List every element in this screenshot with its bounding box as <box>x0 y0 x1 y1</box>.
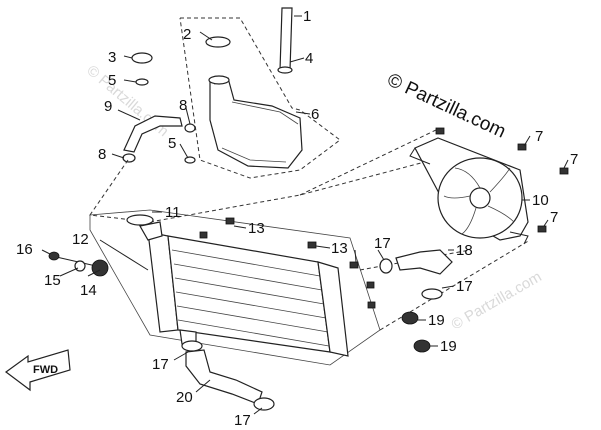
radiator-outline <box>89 209 381 366</box>
part-20-lower-hose <box>185 349 263 405</box>
callout-16: 16 <box>16 241 33 258</box>
callout-12: 12 <box>72 231 89 248</box>
callout-7-right: 7 <box>570 151 578 168</box>
fan-bracket-upper <box>409 147 431 165</box>
callout-17-lower-upper: 17 <box>152 356 169 373</box>
fwd-arrow-label: FWD <box>33 364 58 376</box>
part-19-grommet-lower <box>413 339 431 353</box>
callout-11: 11 <box>165 204 181 221</box>
part-7-bolt-upper-right <box>517 143 527 151</box>
reservoir-filler-neck <box>208 75 230 85</box>
callout-6: 6 <box>311 106 319 123</box>
leader-lines <box>41 15 569 415</box>
part-11-clamp <box>126 214 154 226</box>
callout-17-hose-18: 17 <box>374 235 391 252</box>
callout-19-lower: 19 <box>440 338 457 355</box>
part-5-washer-lower <box>184 156 196 164</box>
part-7-bolt-right <box>559 167 569 175</box>
fwd-arrow-shape <box>4 349 71 392</box>
part-5-washer-upper <box>135 78 149 86</box>
callout-4: 4 <box>305 50 313 67</box>
watermark-faint-upper: © Partzilla.com <box>83 62 171 140</box>
callout-17-right: 17 <box>456 278 473 295</box>
part-13-bolt-bracket-1 <box>349 261 359 269</box>
reservoir-group <box>179 17 341 179</box>
callout-7-top: 7 <box>535 128 543 145</box>
part-8-clamp-lower <box>122 153 136 163</box>
callout-13-right: 13 <box>331 240 348 257</box>
callout-8-lower: 8 <box>98 146 106 163</box>
callout-20: 20 <box>176 389 193 406</box>
part-17-clamp-lower-end <box>253 397 275 411</box>
watermark-partzilla: © Partzilla.com <box>384 69 509 142</box>
callout-17-lower-end: 17 <box>234 412 251 429</box>
part-7-bolt-top <box>435 127 445 135</box>
callout-13-left: 13 <box>248 220 265 237</box>
guide-line-top-radiator <box>149 149 471 223</box>
callout-5-upper: 5 <box>108 72 116 89</box>
fan-bracket-lower <box>509 231 529 245</box>
part-13-bolt-bracket-2 <box>366 281 375 289</box>
part-16-bolt-head <box>48 251 60 261</box>
part-7-bolt-lower-right <box>537 225 547 233</box>
callout-10: 10 <box>532 192 549 209</box>
callout-1: 1 <box>303 8 311 25</box>
callout-18: 18 <box>456 242 473 259</box>
reservoir-tank <box>209 77 303 169</box>
fan-assembly <box>409 137 529 245</box>
callout-7-lower: 7 <box>550 209 558 226</box>
callout-3: 3 <box>108 49 116 66</box>
part-14-bushing <box>91 259 109 277</box>
part-13-bolt-top <box>199 231 208 239</box>
callout-14: 14 <box>80 282 97 299</box>
callout-15: 15 <box>44 272 61 289</box>
callout-2: 2 <box>183 26 191 43</box>
callout-8-upper: 8 <box>179 97 187 114</box>
part-17-clamp-right <box>421 288 443 300</box>
radiator-fins <box>171 249 330 347</box>
part-13-bolt-left <box>225 217 235 225</box>
part-8-clamp-upper <box>184 123 196 133</box>
part-17-clamp-hose-18 <box>379 258 393 274</box>
callout-labels: 1 2 3 4 5 5 6 9 8 8 11 12 13 13 16 15 14… <box>16 8 578 429</box>
part-15-collar <box>74 260 86 272</box>
part-1-vent-tube <box>279 7 293 71</box>
callout-5-lower: 5 <box>168 135 176 152</box>
part-9-hose <box>123 115 183 153</box>
part-4-clamp <box>277 66 293 74</box>
fan-hub <box>469 187 491 209</box>
part-13-bolt-bracket-3 <box>367 301 376 309</box>
part-17-clamp-lower-upper <box>181 340 203 352</box>
part-18-hose <box>395 249 453 275</box>
callout-19-upper: 19 <box>428 312 445 329</box>
guide-line-fan-mid <box>359 249 471 271</box>
radiator-assembly <box>89 209 381 366</box>
part-19-grommet-upper <box>401 311 419 325</box>
fan-blades <box>443 167 515 235</box>
guide-line-fan-top <box>299 129 437 196</box>
reservoir-dashed-outline <box>179 17 341 179</box>
part-3-cap <box>131 52 153 64</box>
fwd-direction-arrow: FWD <box>4 349 71 392</box>
callout-9: 9 <box>104 98 112 115</box>
radiator-right-tank <box>317 261 349 357</box>
mount-hardware-left <box>48 251 109 277</box>
radiator-inlet-neck <box>139 221 163 241</box>
part-16-bolt-shaft <box>51 255 97 267</box>
part-13-bolt-right <box>307 241 317 249</box>
